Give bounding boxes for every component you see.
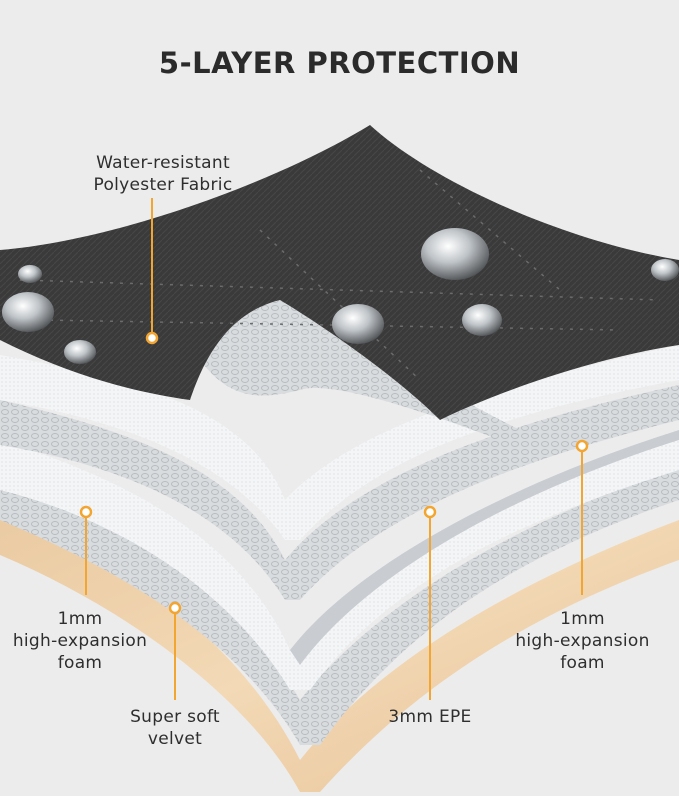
label-fabric: Water-resistant Polyester Fabric — [93, 153, 233, 195]
label-epe: 3mm EPE — [388, 707, 472, 727]
water-droplet — [421, 228, 489, 280]
velvet-layer — [0, 490, 679, 792]
foam-layer-top — [0, 385, 679, 600]
callout-dot — [423, 505, 437, 519]
water-droplet — [2, 292, 54, 332]
water-droplet — [462, 304, 502, 336]
water-droplet — [64, 340, 96, 364]
label-velvet: Super soft velvet — [130, 707, 220, 749]
label-foam-right: 1mm high-expansion foam — [515, 609, 650, 673]
water-droplet — [18, 265, 42, 283]
callout-dot — [79, 505, 93, 519]
mesh-layer — [0, 345, 679, 540]
fabric-layer — [0, 125, 679, 420]
water-droplet — [651, 259, 679, 281]
foam-layer-bottom — [0, 462, 679, 745]
label-foam-left: 1mm high-expansion foam — [12, 609, 148, 673]
callout-dot — [575, 439, 589, 453]
page-title: 5-LAYER PROTECTION — [158, 46, 521, 80]
callout-dot — [145, 331, 159, 345]
water-droplet — [332, 304, 384, 344]
callout-dot — [168, 601, 182, 615]
